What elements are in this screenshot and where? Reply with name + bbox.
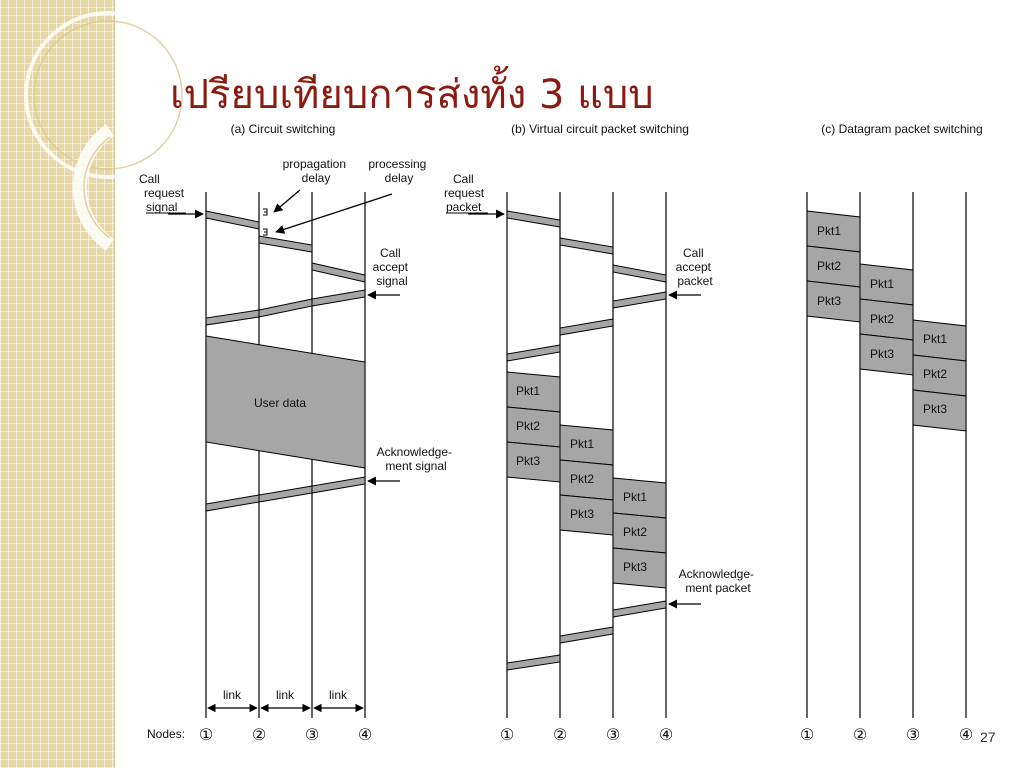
ack-bar-1 [311, 476, 366, 494]
node-4: ④ [358, 727, 372, 744]
dg-pkt-label: Pkt3 [923, 402, 947, 416]
dg-pkt-label: Pkt2 [923, 367, 947, 381]
call-request-bar-1 [205, 210, 260, 230]
call-request-bar-3 [311, 262, 366, 283]
vc-call-accept-bar-1 [612, 291, 667, 309]
vc-pkt-label: Pkt3 [623, 560, 647, 574]
call-accept-bar-3 [205, 309, 260, 326]
vc-call-request-bar-1 [506, 210, 561, 228]
propagation-delay-label: propagation delay [283, 157, 350, 185]
vc-pkt-label: Pkt1 [570, 437, 594, 451]
vc-pkt-label: Pkt2 [570, 472, 594, 486]
node-2: ② [553, 727, 567, 744]
vc-call-request-bar-3 [612, 264, 667, 283]
panel-c-node-symbols: ① ② ③ ④ [800, 727, 973, 744]
node-1: ① [800, 727, 814, 744]
panel-a-label-arrows [168, 189, 400, 486]
nodes-label: Nodes: [147, 727, 185, 741]
processing-delay-label: processing delay [368, 157, 429, 185]
call-request-signal-label: Call request signal [139, 172, 187, 214]
call-accept-signal-label: Call accept signal [373, 246, 412, 288]
vc-pkt-label: Pkt3 [516, 454, 540, 468]
decorative-sidebar [0, 0, 114, 768]
node-1: ① [500, 727, 514, 744]
node-4: ④ [959, 727, 973, 744]
vc-ack-bar-1 [612, 600, 667, 618]
dg-pkt-label: Pkt3 [870, 347, 894, 361]
caption-circuit-switching: (a) Circuit switching [231, 122, 336, 136]
panel-b-control-bars [506, 210, 667, 671]
link-label-2: link [276, 688, 295, 702]
user-data-block [205, 335, 366, 469]
dg-pkt-label: Pkt1 [870, 277, 894, 291]
vc-call-request-bar-2 [559, 237, 614, 255]
vc-call-accept-bar-3 [506, 344, 561, 362]
panel-a-node-symbols: ① ② ③ ④ [199, 727, 372, 744]
panel-b-packet-labels: Pkt1 Pkt2 Pkt3 Pkt1 Pkt2 Pkt3 Pkt1 Pkt2 … [516, 384, 647, 574]
decorative-rings [24, 11, 192, 251]
dg-pkt-label: Pkt3 [817, 294, 841, 308]
vc-pkt-label: Pkt2 [623, 525, 647, 539]
link-label-3: link [329, 688, 348, 702]
call-accept-packet-label: Call accept packet [676, 246, 715, 288]
panel-c-packet-labels: Pkt1 Pkt2 Pkt3 Pkt1 Pkt2 Pkt3 Pkt1 Pkt2 … [817, 224, 947, 416]
node-3: ③ [305, 727, 319, 744]
node-3: ③ [906, 727, 920, 744]
node-2: ② [853, 727, 867, 744]
panel-b-packets [506, 371, 667, 589]
slide-title: เปรียบเทียบการส่งทั้ง 3 แบบ [170, 72, 654, 118]
call-accept-bar-1 [311, 289, 366, 307]
ack-bar-3 [205, 494, 260, 512]
node-1: ① [199, 727, 213, 744]
panel-c-packets [806, 210, 967, 432]
ack-packet-label: Acknowledge- ment packet [679, 567, 758, 595]
vc-pkt-label: Pkt3 [570, 507, 594, 521]
vc-pkt-label: Pkt1 [516, 384, 540, 398]
call-accept-bar-2 [258, 298, 313, 318]
vc-ack-bar-2 [559, 626, 614, 644]
caption-virtual-circuit: (b) Virtual circuit packet switching [511, 122, 689, 136]
sidebar-divider [114, 0, 115, 768]
node-3: ③ [606, 727, 620, 744]
vc-ack-bar-3 [506, 654, 561, 671]
vc-pkt-label: Pkt1 [623, 490, 647, 504]
call-request-bar-2 [258, 235, 313, 253]
panel-b-node-symbols: ① ② ③ ④ [500, 727, 673, 744]
caption-datagram: (c) Datagram packet switching [821, 122, 982, 136]
processing-delay-markers [263, 208, 268, 236]
panel-a-signal-bars [205, 210, 366, 512]
vc-pkt-label: Pkt2 [516, 419, 540, 433]
dg-pkt-label: Pkt1 [923, 332, 947, 346]
vc-link3-pkt3 [612, 547, 667, 589]
panel-b-label-arrows [468, 209, 701, 609]
slide-number: 27 [980, 729, 996, 745]
call-request-packet-label: Call request packet [444, 172, 487, 214]
dg-pkt-label: Pkt2 [870, 312, 894, 326]
dg-link3-pkt3 [912, 389, 967, 432]
ack-bar-2 [258, 485, 313, 503]
vc-call-accept-bar-2 [559, 318, 614, 336]
dg-pkt-label: Pkt2 [817, 259, 841, 273]
ack-signal-label: Acknowledge- ment signal [377, 445, 456, 473]
node-2: ② [252, 727, 266, 744]
node-4: ④ [659, 727, 673, 744]
link-label-1: link [223, 688, 242, 702]
user-data-label: User data [254, 396, 306, 410]
dg-pkt-label: Pkt1 [817, 224, 841, 238]
